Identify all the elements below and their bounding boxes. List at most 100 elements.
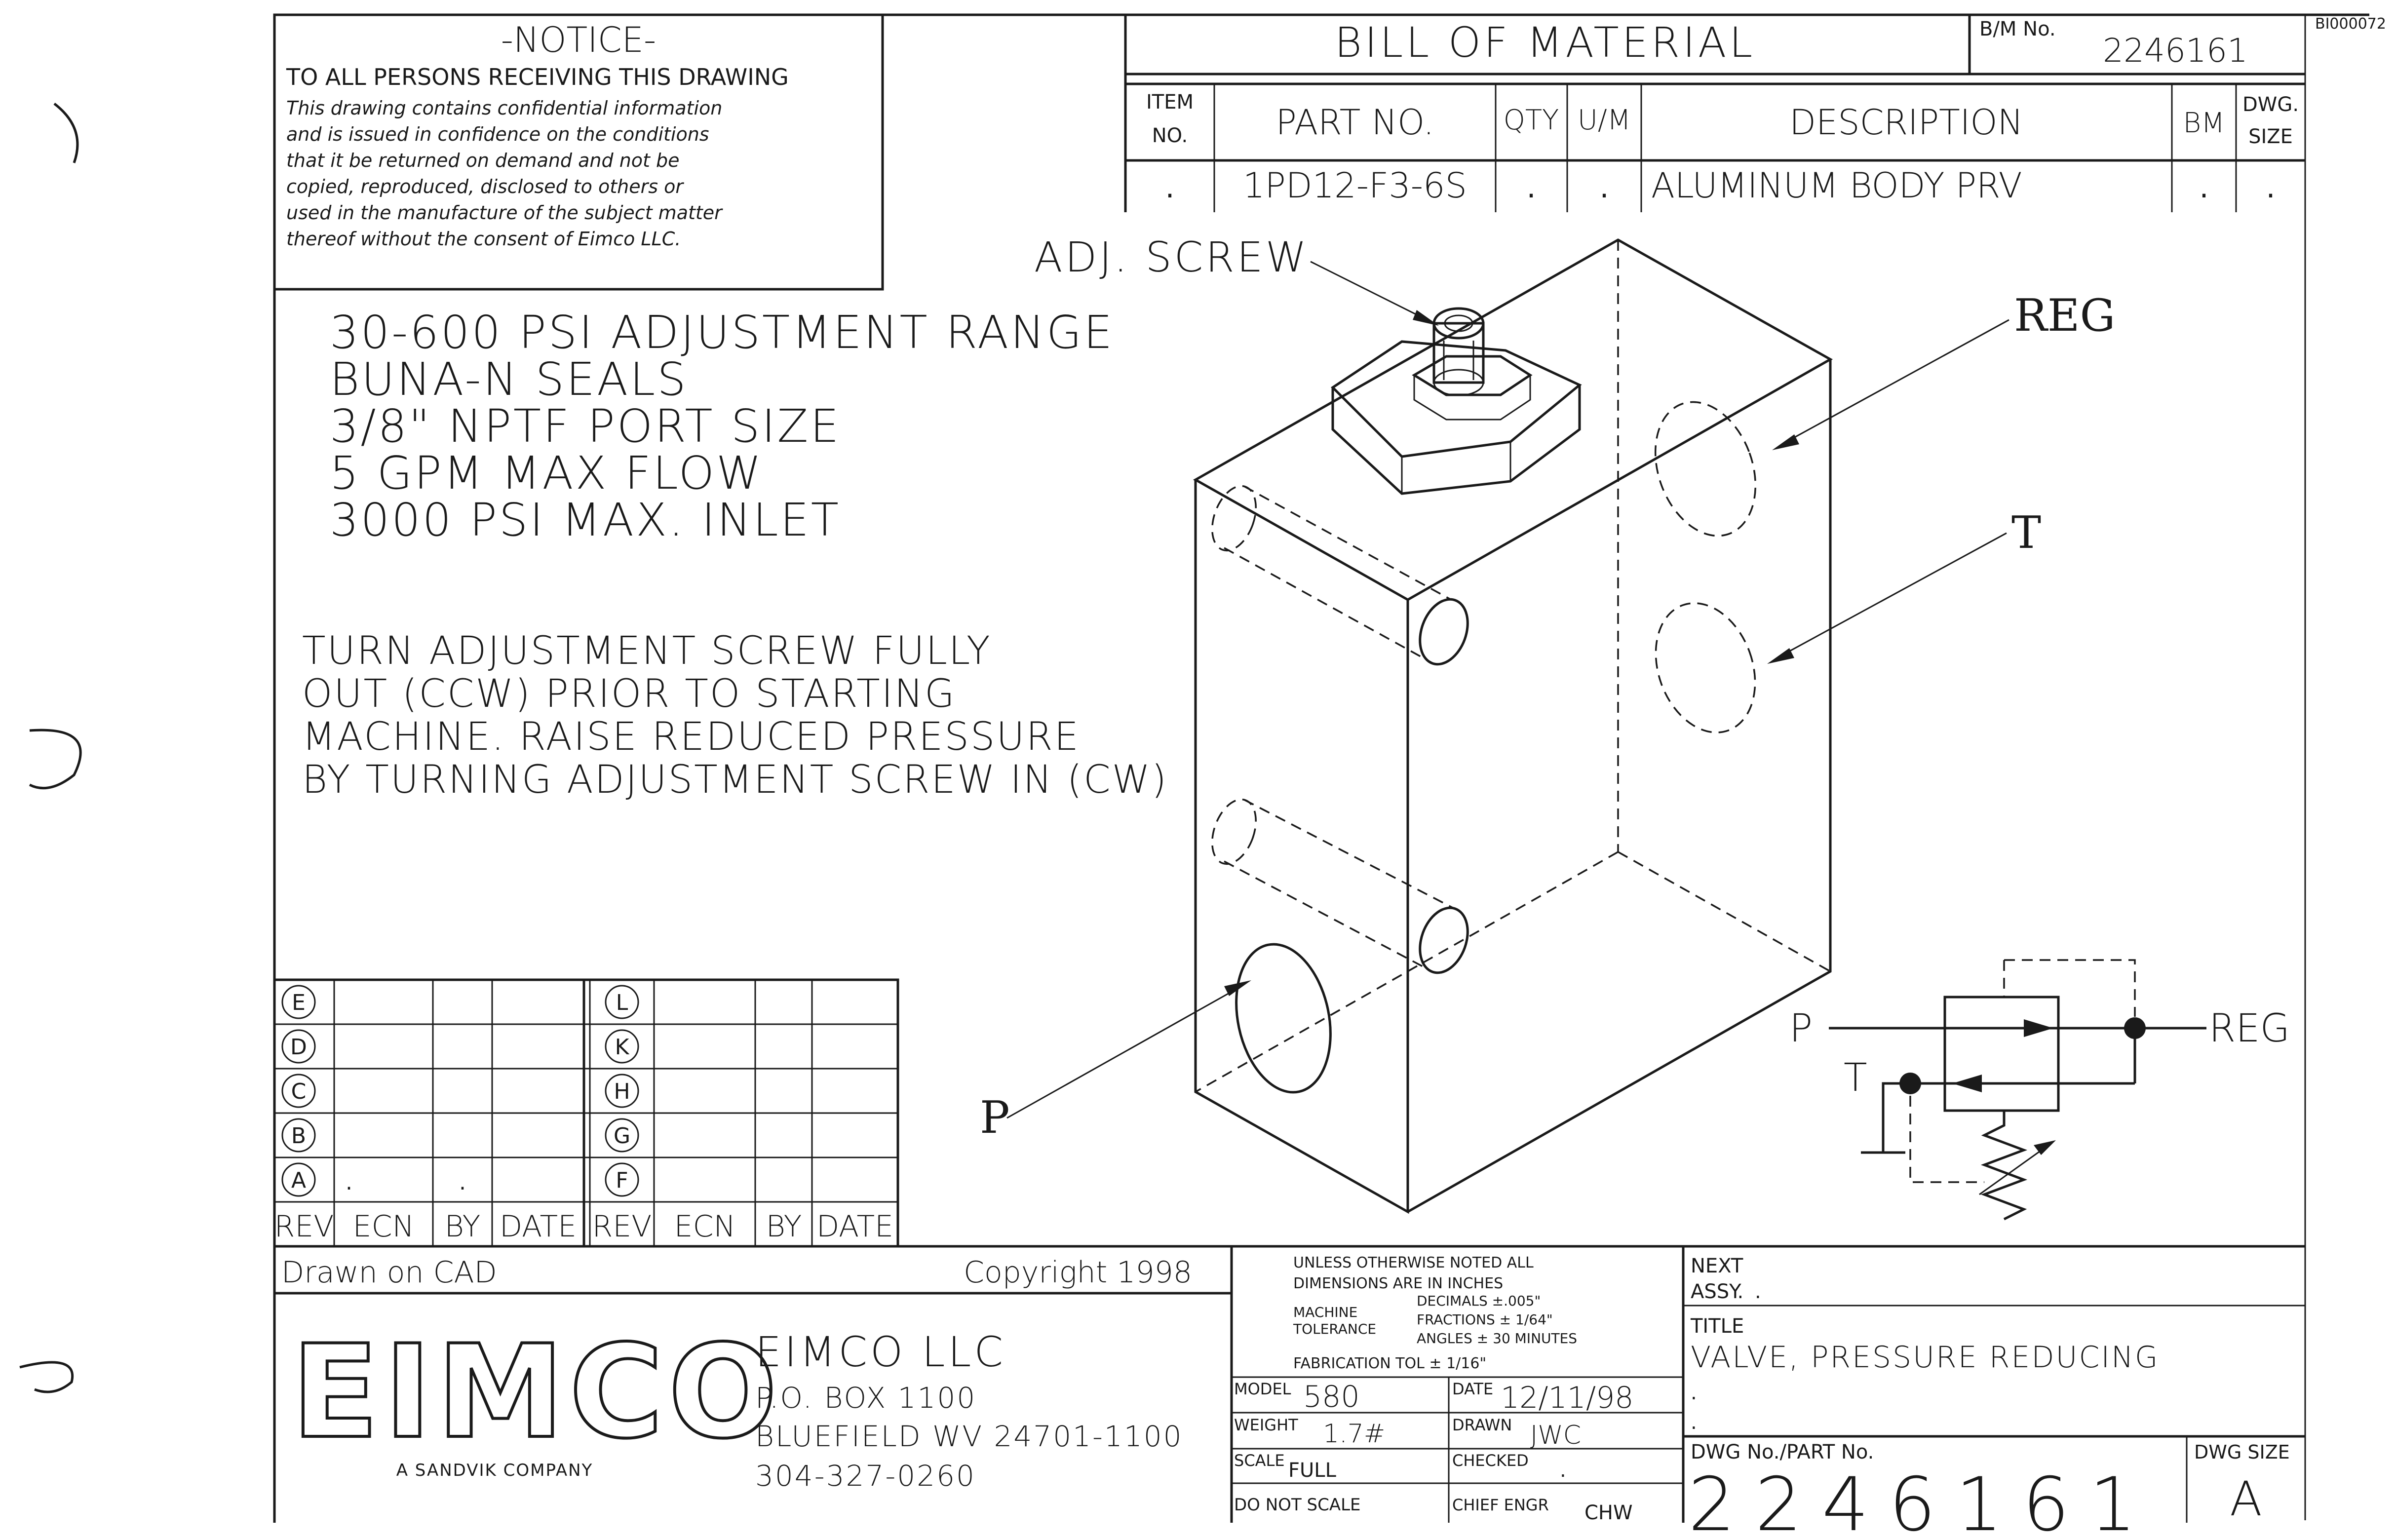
bom-header-description: DESCRIPTION bbox=[1789, 102, 2023, 143]
rev-letter: A bbox=[291, 1168, 306, 1193]
title-label: TITLE bbox=[1690, 1315, 1744, 1338]
t-callout-label: T bbox=[2011, 507, 2041, 559]
tolerance-angles: ANGLES ± 30 MINUTES bbox=[1417, 1330, 1577, 1347]
next-assy-value: . bbox=[1755, 1280, 1761, 1303]
machine-label: TOLERANCE bbox=[1293, 1321, 1376, 1337]
callout-t: T bbox=[1767, 507, 2041, 664]
notice-line: This drawing contains confidential infor… bbox=[286, 97, 722, 119]
next-assy-label: ASSY. bbox=[1691, 1280, 1743, 1303]
reg-callout-label: REG bbox=[2014, 290, 2115, 342]
eimco-logo-text: EIMCO bbox=[291, 1318, 782, 1467]
bom-number: 2246161 bbox=[2103, 32, 2248, 70]
callout-adj-screw: ADJ. SCREW bbox=[1034, 233, 1439, 326]
bom-title: BILL OF MATERIAL bbox=[1335, 18, 1755, 67]
dwg-size-value: A bbox=[2230, 1471, 2262, 1527]
dwg-no-label: DWG No./PART No. bbox=[1691, 1441, 1874, 1463]
bom-number-label: B/M No. bbox=[1979, 18, 2056, 40]
adjustment-hex-nut bbox=[1331, 340, 1582, 495]
rev-header: ECN bbox=[353, 1209, 415, 1244]
rev-letter: G bbox=[614, 1123, 630, 1149]
adjustment-screw bbox=[1432, 307, 1485, 396]
rev-header: ECN bbox=[674, 1209, 736, 1244]
drawn-label: DRAWN bbox=[1452, 1416, 1512, 1434]
drawing-title: VALVE, PRESSURE REDUCING bbox=[1691, 1340, 2159, 1375]
callout-p: P bbox=[980, 980, 1251, 1144]
rev-letter: L bbox=[616, 990, 628, 1015]
company-phone: 304-327-0260 bbox=[755, 1459, 976, 1493]
bom-header-bm: BM bbox=[2183, 107, 2225, 139]
schematic-t-label: T bbox=[1844, 1056, 1867, 1100]
sandvik-tagline: A SANDVIK COMPANY bbox=[396, 1461, 593, 1480]
spec-line: BUNA-N SEALS bbox=[330, 353, 688, 406]
no-scale-note: DO NOT SCALE bbox=[1234, 1495, 1361, 1515]
instruction-line: BY TURNING ADJUSTMENT SCREW IN (CW) bbox=[302, 758, 1168, 802]
rev-letter-circles bbox=[281, 985, 639, 1197]
instruction-line: OUT (CCW) PRIOR TO STARTING bbox=[302, 672, 956, 716]
notice-line: that it be returned on demand and not be bbox=[286, 150, 680, 171]
date-label: DATE bbox=[1452, 1380, 1493, 1398]
notice-title: -NOTICE- bbox=[501, 20, 657, 60]
rev-header: BY bbox=[766, 1209, 802, 1244]
bom-cell-part: 1PD12-F3-6S bbox=[1243, 165, 1467, 206]
fabrication-tolerance: FABRICATION TOL ± 1/16" bbox=[1293, 1355, 1486, 1372]
date-value: 12/11/98 bbox=[1501, 1381, 1633, 1415]
rev-header: REV bbox=[592, 1209, 652, 1244]
rev-letter: F bbox=[616, 1168, 628, 1193]
tolerance-fractions: FRACTIONS ± 1/64" bbox=[1417, 1311, 1553, 1328]
bom-header-dwg-size: SIZE bbox=[2248, 125, 2293, 148]
binder-hole-marks bbox=[19, 103, 82, 1393]
valve-body-isometric bbox=[1193, 238, 1833, 1214]
rev-header: DATE bbox=[500, 1209, 577, 1244]
company-address: BLUEFIELD WV 24701-1100 bbox=[755, 1420, 1183, 1453]
next-assy-label: NEXT bbox=[1691, 1255, 1743, 1277]
schematic-p-label: P bbox=[1789, 1006, 1813, 1051]
spec-line: 30-600 PSI ADJUSTMENT RANGE bbox=[330, 306, 1114, 359]
adj-screw-label: ADJ. SCREW bbox=[1034, 233, 1309, 281]
tolerance-note: UNLESS OTHERWISE NOTED ALL bbox=[1293, 1254, 1534, 1271]
chief-engineer-label: CHIEF ENGR bbox=[1452, 1496, 1549, 1514]
chief-engineer-value: CHW bbox=[1584, 1502, 1633, 1524]
dwg-no-value: 2246161 bbox=[1688, 1462, 2156, 1540]
adjustment-instructions: TURN ADJUSTMENT SCREW FULLY OUT (CCW) PR… bbox=[302, 629, 1168, 802]
bom-header-item: NO. bbox=[1152, 124, 1188, 147]
rev-letter: E bbox=[292, 990, 306, 1015]
model-label: MODEL bbox=[1234, 1380, 1291, 1398]
callout-reg: REG bbox=[1772, 290, 2115, 450]
scale-label: SCALE bbox=[1234, 1451, 1285, 1470]
instruction-line: TURN ADJUSTMENT SCREW FULLY bbox=[302, 629, 992, 673]
schematic-reg-label: REG bbox=[2209, 1006, 2290, 1051]
bom-cell-bm: . bbox=[2199, 170, 2208, 205]
spec-line: 3000 PSI MAX. INLET bbox=[330, 494, 841, 546]
drawn-value: JWC bbox=[1530, 1421, 1581, 1450]
checked-label: CHECKED bbox=[1452, 1451, 1529, 1470]
notice-heading: TO ALL PERSONS RECEIVING THIS DRAWING bbox=[286, 64, 789, 90]
rev-a-by: . bbox=[459, 1170, 466, 1195]
title-block: Drawn on CAD Copyright 1998 EIMCO A SAND… bbox=[274, 1245, 2305, 1540]
title-extra: . bbox=[1691, 1411, 1697, 1434]
machine-label: MACHINE bbox=[1293, 1304, 1357, 1320]
bill-of-material: BILL OF MATERIAL B/M No. 2246161 ITEM NO… bbox=[1124, 15, 2305, 212]
weight-value: 1.7# bbox=[1323, 1419, 1385, 1449]
tolerance-note: DIMENSIONS ARE IN INCHES bbox=[1293, 1275, 1503, 1292]
company-name: EIMCO LLC bbox=[755, 1328, 1006, 1376]
rev-letter: B bbox=[291, 1123, 306, 1149]
title-extra: . bbox=[1691, 1382, 1697, 1404]
spec-line: 3/8" NPTF PORT SIZE bbox=[330, 400, 841, 453]
p-callout-label: P bbox=[980, 1092, 1010, 1144]
notice-line: copied, reproduced, disclosed to others … bbox=[286, 176, 684, 197]
notice-line: used in the manufacture of the subject m… bbox=[286, 202, 723, 224]
bom-header-qty: QTY bbox=[1504, 104, 1559, 136]
document-code: BI000072 bbox=[2315, 15, 2386, 33]
bom-header-um: U/M bbox=[1578, 104, 1631, 136]
bom-cell-size: . bbox=[2266, 170, 2275, 205]
notice-line: and is issued in confidence on the condi… bbox=[286, 123, 709, 145]
drawn-on-cad: Drawn on CAD bbox=[281, 1255, 497, 1290]
bom-cell-qty: . bbox=[1526, 170, 1536, 205]
notice-line: thereof without the consent of Eimco LLC… bbox=[286, 228, 681, 250]
tolerance-decimals: DECIMALS ±.005" bbox=[1417, 1293, 1541, 1309]
weight-label: WEIGHT bbox=[1234, 1416, 1298, 1434]
rev-letter: H bbox=[614, 1079, 630, 1104]
instruction-line: MACHINE. RAISE REDUCED PRESSURE bbox=[302, 715, 1080, 759]
hydraulic-schematic: P REG T bbox=[1789, 959, 2290, 1221]
